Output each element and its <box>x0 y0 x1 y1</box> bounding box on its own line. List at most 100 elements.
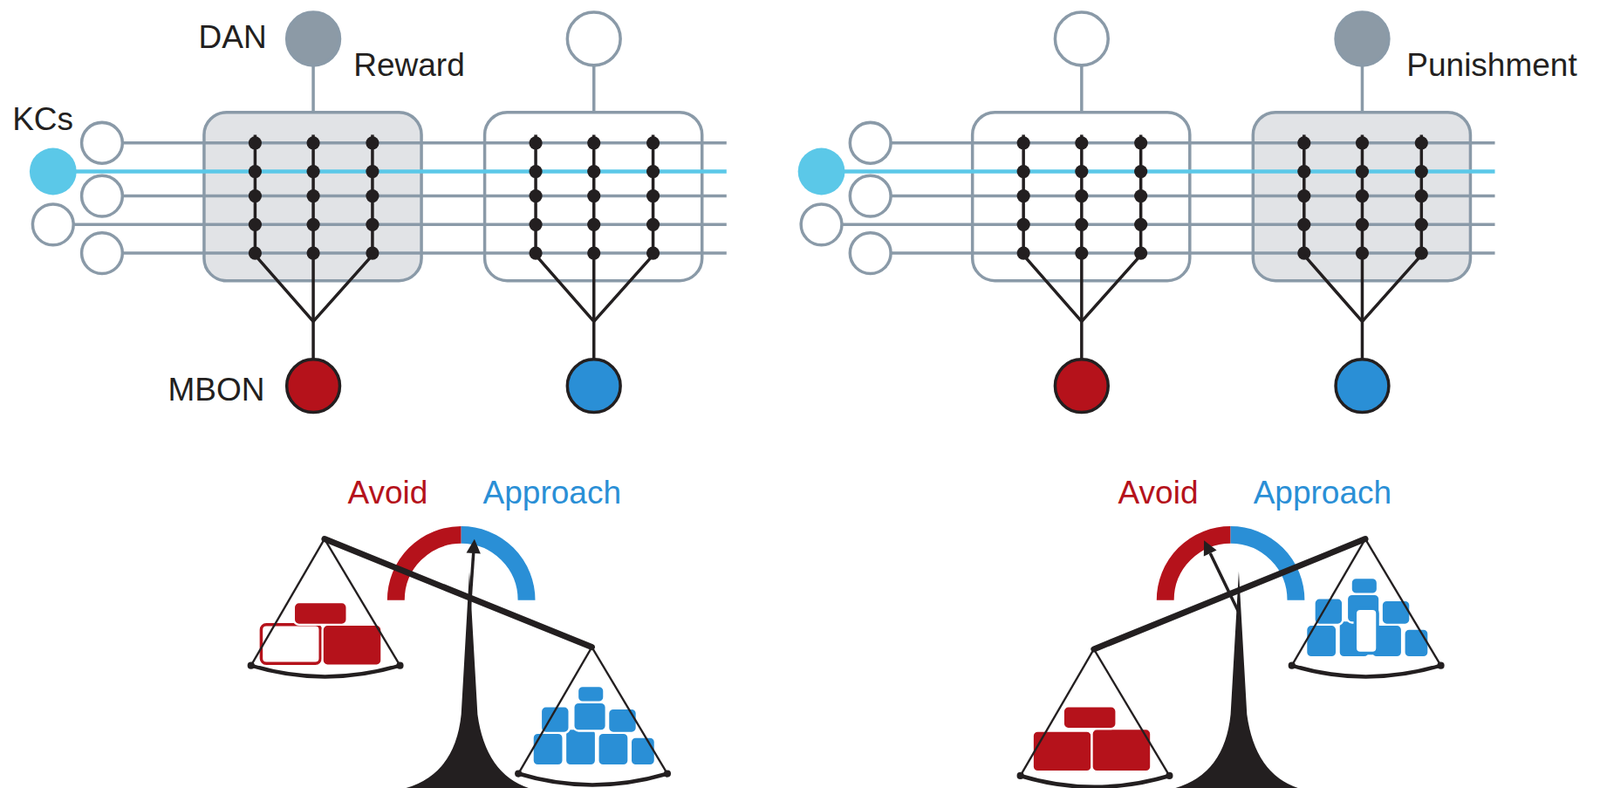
stroke <box>663 770 671 778</box>
kcs-label: KCs <box>12 102 74 138</box>
stroke <box>466 539 481 554</box>
mbon-label: MBON <box>167 371 265 408</box>
kc-axon-active <box>829 169 1496 174</box>
synapse-dot <box>1355 189 1369 203</box>
synapse-dot <box>1017 189 1031 203</box>
stroke <box>1203 540 1218 556</box>
synapse-dot <box>587 189 601 203</box>
synapse-dot <box>646 218 660 232</box>
synapse-dot <box>365 164 379 178</box>
scale-pan <box>1020 775 1170 787</box>
kc-cell <box>82 175 124 217</box>
mbon-cell <box>1335 359 1389 413</box>
weight-block <box>1351 577 1378 595</box>
scale-pan <box>251 665 401 677</box>
kc-axon <box>112 251 727 255</box>
synapse-dot <box>248 189 262 203</box>
synapse-dot <box>1134 164 1148 178</box>
synapse-dot <box>1355 136 1369 150</box>
synapse-dot <box>1297 246 1311 260</box>
dan-cell <box>567 12 621 66</box>
approach-label: Approach <box>1253 475 1392 512</box>
kc-axon <box>112 194 727 199</box>
synapse-dot <box>1017 218 1031 232</box>
balance-scale <box>1017 534 1445 788</box>
scale-pan <box>518 773 668 786</box>
weight-block <box>322 624 383 666</box>
stroke <box>1080 254 1084 359</box>
synapse-dot <box>528 136 542 150</box>
punishment-label: Punishment <box>1406 47 1577 84</box>
synapse-dot <box>1134 136 1148 150</box>
balance-drawing <box>247 534 1445 788</box>
synapse-dot <box>365 136 379 150</box>
stroke <box>591 647 668 774</box>
synapse-dot <box>1074 189 1088 203</box>
scale-beam <box>1094 539 1366 650</box>
kc-axon <box>880 251 1495 255</box>
synapse-dot <box>587 164 601 178</box>
stroke <box>251 539 325 666</box>
kc-axon <box>880 141 1495 145</box>
synapse-dot <box>587 136 601 150</box>
weight-block <box>1403 629 1429 658</box>
needle <box>1210 553 1239 613</box>
stroke <box>1436 662 1444 670</box>
synapse-dot <box>1415 164 1429 178</box>
stroke <box>1094 649 1170 776</box>
dan-cell <box>287 12 341 66</box>
stroke <box>1165 772 1173 780</box>
scale-beam <box>324 539 592 648</box>
synapse-dot <box>248 164 262 178</box>
stroke <box>396 662 404 670</box>
kc-axon <box>112 141 727 145</box>
reward-label: Reward <box>353 47 465 84</box>
synapse-dot <box>528 246 542 260</box>
synapse-dot <box>646 164 660 178</box>
synapse-dot <box>365 218 379 232</box>
synapse-dot <box>528 218 542 232</box>
synapse-dot <box>1415 246 1429 260</box>
synapse-dot <box>1074 136 1088 150</box>
synapse-dot <box>1074 164 1088 178</box>
stroke <box>1360 254 1365 359</box>
weight-block <box>608 708 637 733</box>
synapse-dot <box>306 218 320 232</box>
synapse-dot <box>1297 136 1311 150</box>
weight-block <box>260 624 321 664</box>
dan-label: DAN <box>198 20 267 56</box>
kc-axon <box>880 194 1495 199</box>
mbon-cell <box>287 359 341 413</box>
kc-cell <box>849 175 891 217</box>
kc-axon <box>61 223 727 227</box>
kc-cell <box>82 232 124 274</box>
synapse-dot <box>1074 218 1088 232</box>
synapse-dot <box>646 136 660 150</box>
weight-block <box>1032 730 1093 772</box>
synapse-dot <box>1017 246 1031 260</box>
mbon-cell <box>1054 359 1108 413</box>
kc-axon <box>829 223 1496 227</box>
synapse-dot <box>1415 218 1429 232</box>
avoid-label: Avoid <box>348 475 429 512</box>
kc-cell-active <box>29 148 77 196</box>
kc-cell <box>800 204 842 246</box>
kc-axon-active <box>61 169 727 174</box>
weight-block <box>533 732 564 766</box>
synapse-dot <box>1134 246 1148 260</box>
stroke <box>1360 65 1365 113</box>
synapse-dot <box>306 136 320 150</box>
stroke <box>1017 772 1025 780</box>
kc-cell-active <box>798 148 846 196</box>
stroke <box>514 770 522 778</box>
kc-cell <box>849 232 891 274</box>
approach-label: Approach <box>483 475 622 512</box>
synapse-dot <box>1017 164 1031 178</box>
synapse-dot <box>1355 164 1369 178</box>
stroke <box>592 65 596 113</box>
stroke <box>1288 662 1296 670</box>
weight-block <box>1063 705 1117 729</box>
kc-cell <box>849 122 891 164</box>
synapse-dot <box>646 246 660 260</box>
stroke <box>1080 65 1084 113</box>
